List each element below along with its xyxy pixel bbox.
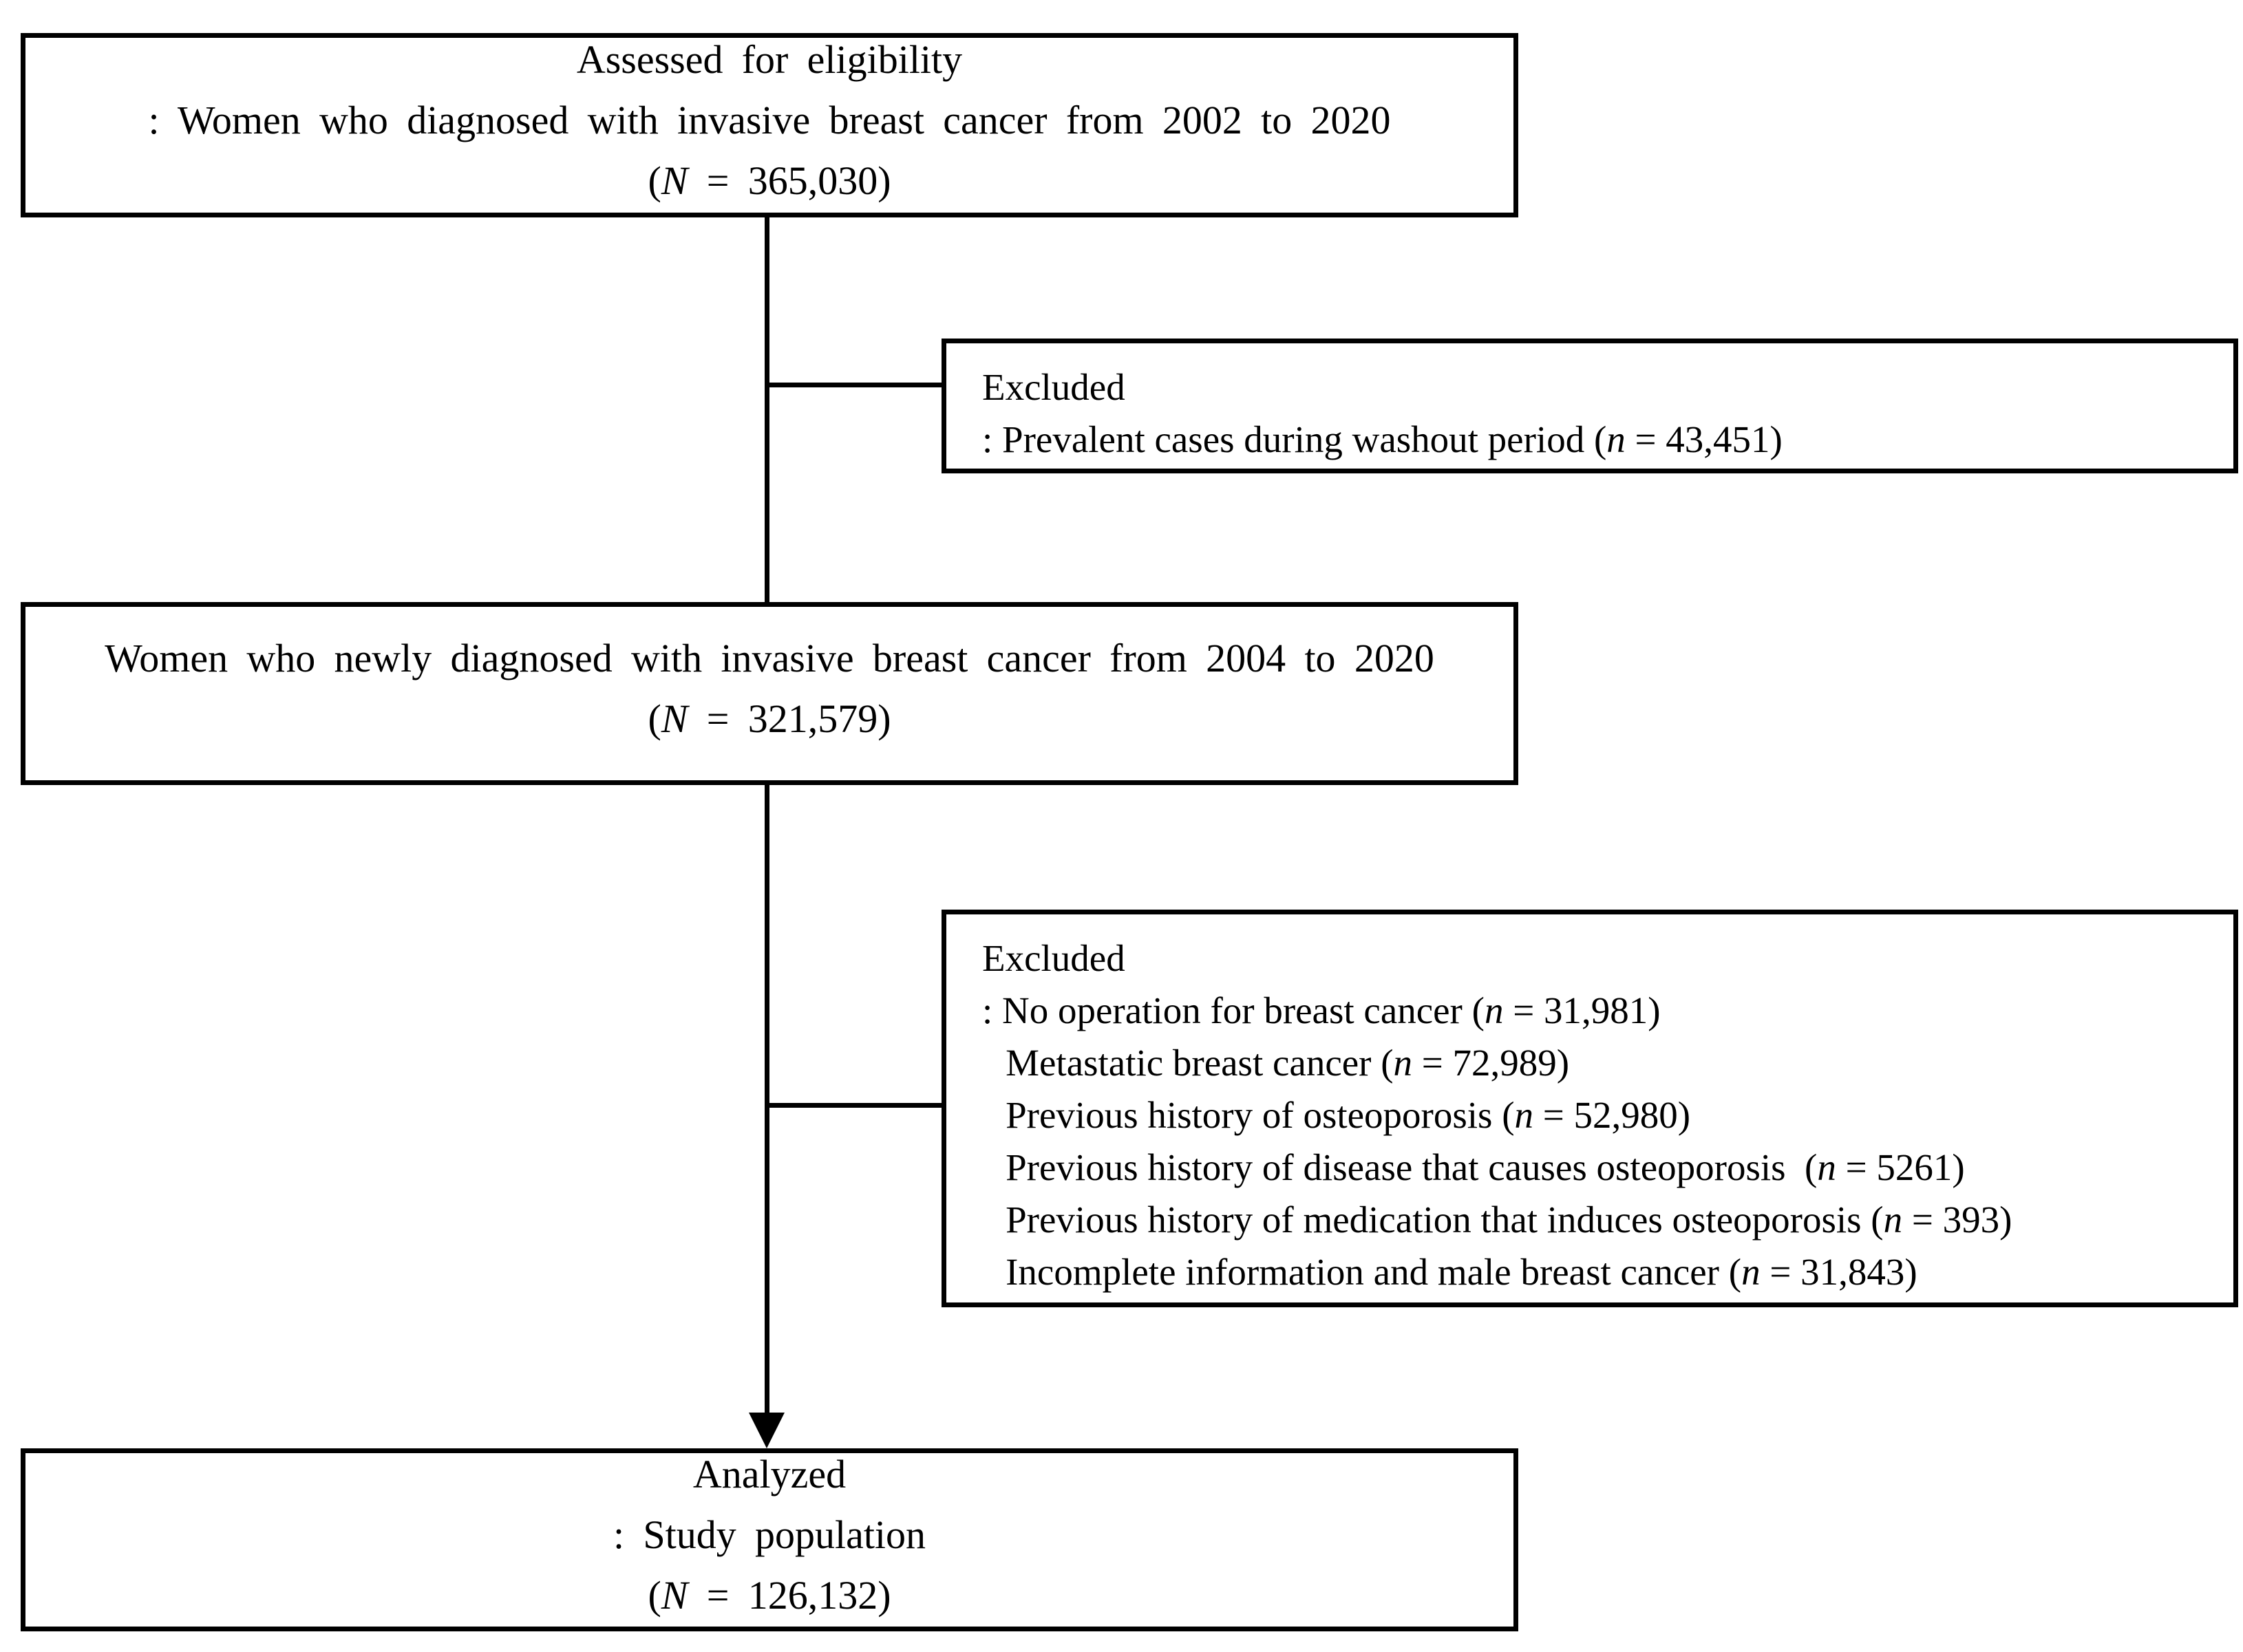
box-line: Analyzed bbox=[692, 1452, 847, 1497]
box-analyzed: Analyzed : Study population (N = 126,132) bbox=[21, 1448, 1518, 1631]
box-line: Previous history of osteoporosis (n = 52… bbox=[1006, 1094, 1691, 1136]
box-excluded-washout: Excluded : Prevalent cases during washout… bbox=[942, 339, 2238, 473]
box-line: Excluded bbox=[982, 937, 1125, 979]
box-excluded-criteria: Excluded : No operation for breast cancer… bbox=[942, 910, 2238, 1307]
connector-line-branch-2 bbox=[765, 1103, 944, 1108]
box-newly-diagnosed: Women who newly diagnosed with invasive … bbox=[21, 602, 1518, 785]
box-line: Metastatic breast cancer (n = 72,989) bbox=[1006, 1042, 1570, 1084]
connector-line-vertical-2 bbox=[765, 784, 769, 1420]
connector-line-branch-1 bbox=[765, 383, 944, 387]
box-line: Women who newly diagnosed with invasive … bbox=[105, 636, 1434, 680]
arrowhead-down-icon bbox=[749, 1413, 785, 1448]
box-line: Assessed for eligibility bbox=[576, 37, 963, 82]
box-line: (N = 365,030) bbox=[648, 158, 891, 203]
box-line: Incomplete information and male breast c… bbox=[1006, 1251, 1917, 1293]
box-line: (N = 126,132) bbox=[648, 1573, 891, 1618]
box-line: : No operation for breast cancer (n = 31… bbox=[982, 989, 1661, 1031]
box-line: : Study population bbox=[613, 1512, 926, 1557]
box-line: : Women who diagnosed with invasive brea… bbox=[148, 98, 1391, 142]
connector-line-vertical-1 bbox=[765, 216, 769, 732]
box-line: Excluded bbox=[982, 366, 1125, 408]
box-line: : Prevalent cases during washout period … bbox=[982, 418, 1783, 460]
box-line: Previous history of disease that causes … bbox=[1006, 1146, 1965, 1188]
box-assessed-for-eligibility: Assessed for eligibility : Women who diag… bbox=[21, 33, 1518, 217]
box-line: (N = 321,579) bbox=[648, 696, 891, 741]
box-line: Previous history of medication that indu… bbox=[1006, 1199, 2012, 1241]
